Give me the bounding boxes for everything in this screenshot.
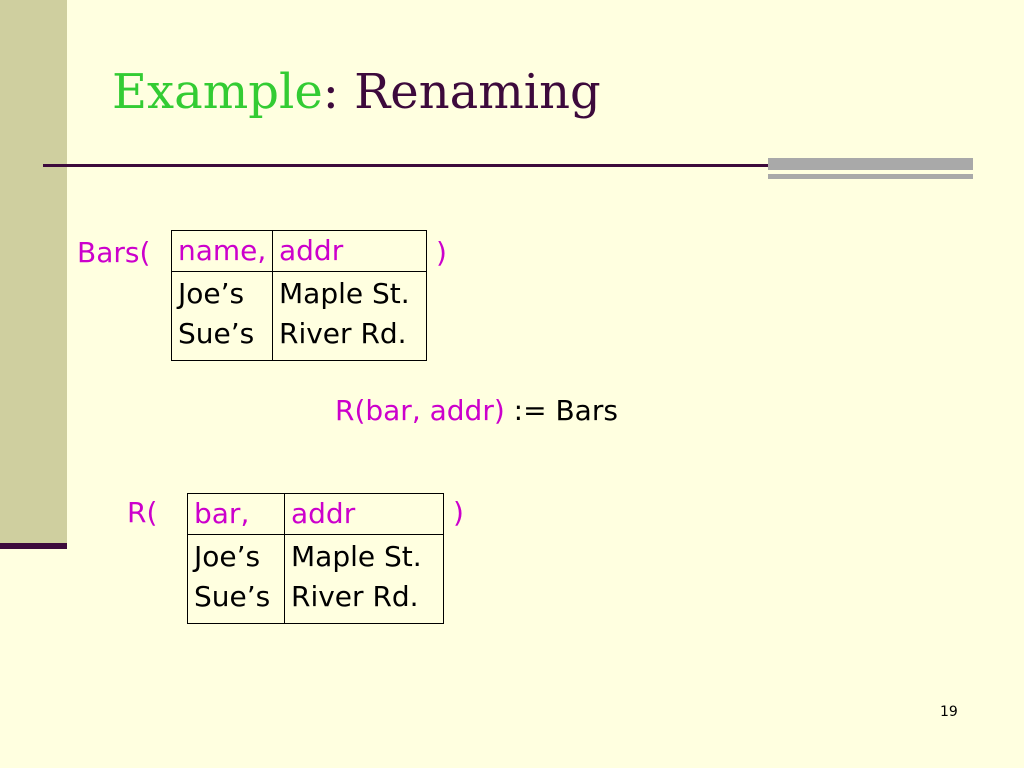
bars-table: name, addr Joe’s Sue’s Maple St. River R…: [171, 230, 427, 361]
left-decorative-bar: [0, 0, 67, 544]
r-table: bar, addr Joe’s Sue’s Maple St. River Rd…: [187, 493, 444, 624]
bars-cell-names: Joe’s Sue’s: [171, 271, 273, 361]
r-cell-addrs: Maple St. River Rd.: [284, 534, 444, 624]
r-prefix: R(: [127, 496, 158, 529]
bars-close-paren: ): [436, 236, 447, 269]
title-underline-block: [768, 158, 973, 170]
title-underline: [43, 164, 973, 167]
bars-prefix: Bars(: [77, 236, 151, 269]
rename-statement: R(bar, addr) := Bars: [335, 394, 618, 427]
r-header-row: bar, addr: [187, 493, 444, 535]
title-underline-block-line: [768, 174, 973, 179]
title-prefix: Example: [112, 64, 323, 120]
slide-number: 19: [940, 704, 958, 720]
title-suffix: : Renaming: [322, 64, 601, 120]
statement-rhs: := Bars: [504, 394, 618, 427]
slide-title: Example: Renaming: [112, 66, 601, 119]
r-body-row: Joe’s Sue’s Maple St. River Rd.: [187, 534, 444, 624]
bars-col-addr: addr: [272, 230, 427, 272]
r-cell-bars: Joe’s Sue’s: [187, 534, 285, 624]
r-close-paren: ): [453, 496, 464, 529]
r-col-addr: addr: [284, 493, 444, 535]
bars-header-row: name, addr: [171, 230, 427, 272]
bars-body-row: Joe’s Sue’s Maple St. River Rd.: [171, 271, 427, 361]
r-col-bar: bar,: [187, 493, 285, 535]
statement-lhs: R(bar, addr): [335, 394, 505, 427]
bars-cell-addrs: Maple St. River Rd.: [272, 271, 427, 361]
bars-col-name: name,: [171, 230, 273, 272]
left-bar-accent-line: [0, 543, 67, 549]
